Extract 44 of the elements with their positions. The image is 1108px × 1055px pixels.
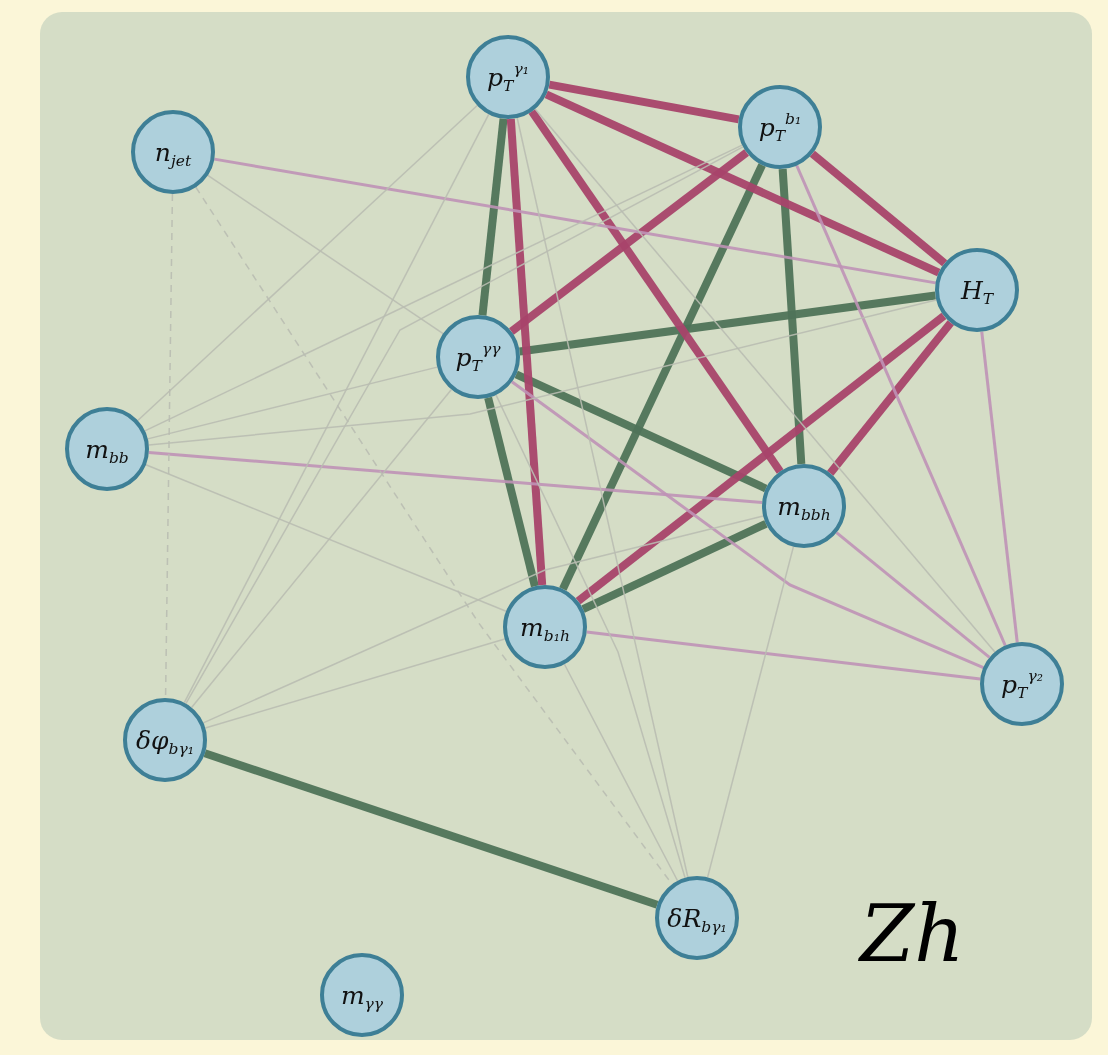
connector-line [204,638,506,729]
connector-line [144,144,743,432]
connector-line [519,291,936,356]
connector-line [835,531,991,659]
connector-line [506,118,547,586]
connector-line [147,366,438,440]
connector-line [778,168,806,465]
variable-label: m$_{bb}$ [85,436,129,462]
connector-line [575,312,947,605]
connector-line [202,515,764,724]
connector-line [148,450,763,505]
connector-line [706,545,795,879]
connector-line [509,149,749,335]
connector-line [980,331,1019,643]
connector-line [559,163,766,591]
connector-line [203,749,659,909]
connector-line [795,164,1007,647]
connector-line [586,630,981,681]
connector-line [511,380,984,669]
variable-label: H$_{T}$ [960,277,994,303]
connector-line [516,117,689,878]
connector-line [183,113,490,704]
connector-line [185,146,744,705]
connector-line [214,157,936,285]
connector-line [548,80,740,124]
connector-line [581,520,768,613]
connector-line [145,464,507,612]
connector-line [484,396,539,588]
connector-line [514,370,768,493]
connector-line [495,394,686,879]
connector-line [478,118,508,316]
connector-line [534,108,996,653]
connector-line [190,388,453,709]
connector-line [137,104,478,422]
connector-line [809,150,948,267]
connector-line [563,663,679,882]
process-label: Zh [860,895,965,973]
connector-line [827,320,954,476]
connector-line [528,109,784,474]
connector-line [148,299,937,446]
variable-label: m$_{bbh}$ [777,493,831,519]
variable-label: m$_{b₁h}$ [520,614,570,640]
connector-line [207,174,444,335]
connector-line [544,90,941,277]
